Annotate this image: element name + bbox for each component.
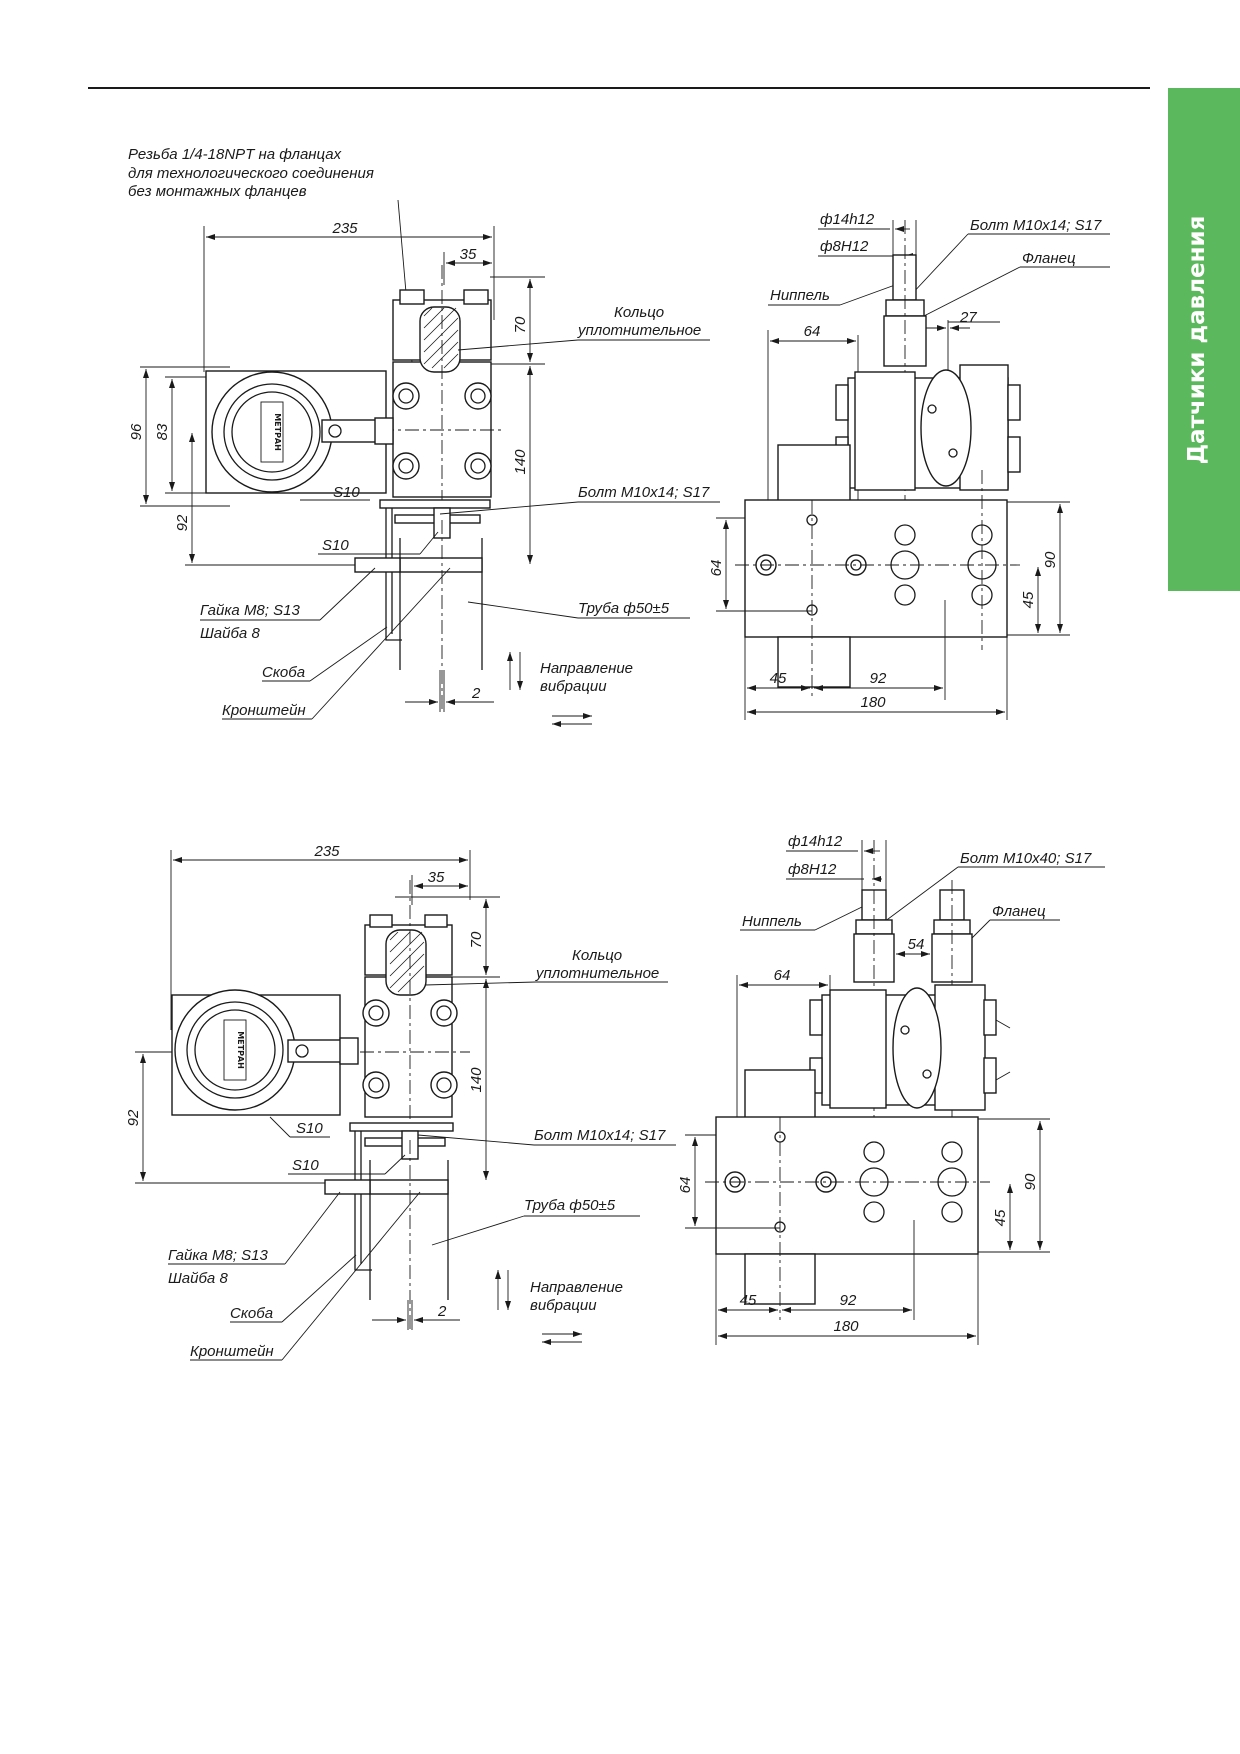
side-dim-27: 27 xyxy=(959,309,977,326)
b-side-dim-54: 54 xyxy=(908,936,925,953)
thread-note-line-1: Резьба 1/4-18NPT на фланцах xyxy=(128,146,342,163)
dim-96: 96 xyxy=(128,423,145,440)
b-dim-70: 70 xyxy=(468,931,485,948)
side-tab: Датчики давления xyxy=(1168,88,1240,591)
dim-92: 92 xyxy=(174,514,191,531)
s10-label-b: S10 xyxy=(322,537,349,554)
bracket-label: Кронштейн xyxy=(222,702,306,719)
b-side-dim-45h: 45 xyxy=(740,1292,757,1309)
side-dim-180: 180 xyxy=(860,694,886,711)
side-nipple-label: Ниппель xyxy=(770,287,830,304)
housing-cover xyxy=(211,371,333,493)
b-logo-text: МЕТРАН xyxy=(236,1031,245,1069)
side-tab-label: Датчики давления xyxy=(1184,216,1210,465)
b-phi8-label: ф8H12 xyxy=(788,861,837,878)
b-dim-235: 235 xyxy=(313,843,340,860)
b-dim-2: 2 xyxy=(437,1303,447,1320)
thread-note-line-2: для технологического соединения xyxy=(128,165,374,182)
b-side-dim-64: 64 xyxy=(774,967,791,984)
vibration-label-2: вибрации xyxy=(540,678,607,695)
b-ring-label-2: уплотнительное xyxy=(535,965,659,982)
dim-35: 35 xyxy=(460,246,477,263)
b-side-flange-label: Фланец xyxy=(992,903,1046,920)
b-nut-label: Гайка М8; S13 xyxy=(168,1247,268,1264)
ring-label-2: уплотнительное xyxy=(577,322,701,339)
b-s10-label-a: S10 xyxy=(296,1120,323,1137)
side-tab-background xyxy=(1168,88,1240,591)
washer-label: Шайба 8 xyxy=(200,625,260,642)
b-ring-label-1: Кольцо xyxy=(572,947,622,964)
b-side-dim-64b: 64 xyxy=(677,1177,694,1194)
b-bolt-label: Болт М10х14; S17 xyxy=(534,1127,666,1144)
b-washer-label: Шайба 8 xyxy=(168,1270,228,1287)
b-bracket-label: Кронштейн xyxy=(190,1343,274,1360)
mounting-bracket xyxy=(379,499,491,509)
b-dim-92: 92 xyxy=(125,1109,142,1126)
side-diaphragm xyxy=(920,369,972,487)
bottom-side-view: ф14h12 ф8H12 Болт М10х40; S17 Фланец Нип… xyxy=(677,833,1105,1345)
bolt-label: Болт М10х14; S17 xyxy=(578,484,710,501)
b-s10-label-b: S10 xyxy=(292,1157,319,1174)
dim-83: 83 xyxy=(154,423,171,440)
pipe-label: Труба ф50±5 xyxy=(578,600,670,617)
thread-note-line-3: без монтажных фланцев xyxy=(128,183,307,200)
side-dim-64: 64 xyxy=(804,323,821,340)
dim-140: 140 xyxy=(512,449,529,475)
nut-m8 xyxy=(354,557,401,573)
phi8-label: ф8H12 xyxy=(820,238,869,255)
dim-70: 70 xyxy=(512,316,529,333)
dim-2: 2 xyxy=(471,685,481,702)
top-side-view: ф14h12 ф8H12 Болт М10х14; S17 Фланец Нип… xyxy=(708,211,1110,720)
b-clamp-label: Скоба xyxy=(230,1305,273,1322)
bolt-hex xyxy=(392,382,420,410)
side-mounting-plate xyxy=(744,499,1008,638)
side-dim-64b: 64 xyxy=(708,560,725,577)
b-vibration-label-1: Направление xyxy=(530,1279,623,1296)
b-side-dim-90: 90 xyxy=(1022,1173,1039,1190)
b-side-dim-180: 180 xyxy=(833,1318,859,1335)
b-side-bolt-label: Болт М10х40; S17 xyxy=(960,850,1092,867)
sealing-ring xyxy=(419,306,461,373)
side-dim-45v: 45 xyxy=(1020,591,1037,608)
logo-text: МЕТРАН xyxy=(273,413,282,451)
nut-label: Гайка М8; S13 xyxy=(200,602,300,619)
vibration-label-1: Направление xyxy=(540,660,633,677)
side-bolt-label: Болт М10х14; S17 xyxy=(970,217,1102,234)
side-dim-92: 92 xyxy=(870,670,887,687)
b-side-nipple-label: Ниппель xyxy=(742,913,802,930)
phi14-label: ф14h12 xyxy=(820,211,875,228)
s10-label-a: S10 xyxy=(333,484,360,501)
dim-235: 235 xyxy=(331,220,358,237)
side-dim-90: 90 xyxy=(1042,551,1059,568)
b-dim-35: 35 xyxy=(428,869,445,886)
b-dim-140: 140 xyxy=(468,1067,485,1093)
b-phi14-label: ф14h12 xyxy=(788,833,843,850)
clamp-u-bolt xyxy=(385,503,402,641)
side-flange-label: Фланец xyxy=(1022,250,1076,267)
clamp-label: Скоба xyxy=(262,664,305,681)
ring-label-1: Кольцо xyxy=(614,304,664,321)
top-front-view: Резьба 1/4-18NPT на фланцах для технолог… xyxy=(128,146,720,727)
side-dim-45h: 45 xyxy=(770,670,787,687)
b-pipe-label: Труба ф50±5 xyxy=(524,1197,616,1214)
b-vibration-label-2: вибрации xyxy=(530,1297,597,1314)
side-nipple xyxy=(892,254,917,301)
b-side-dim-92: 92 xyxy=(840,1292,857,1309)
bottom-front-view: 235 35 70 140 92 xyxy=(125,843,676,1361)
b-side-dim-45v: 45 xyxy=(992,1209,1009,1226)
